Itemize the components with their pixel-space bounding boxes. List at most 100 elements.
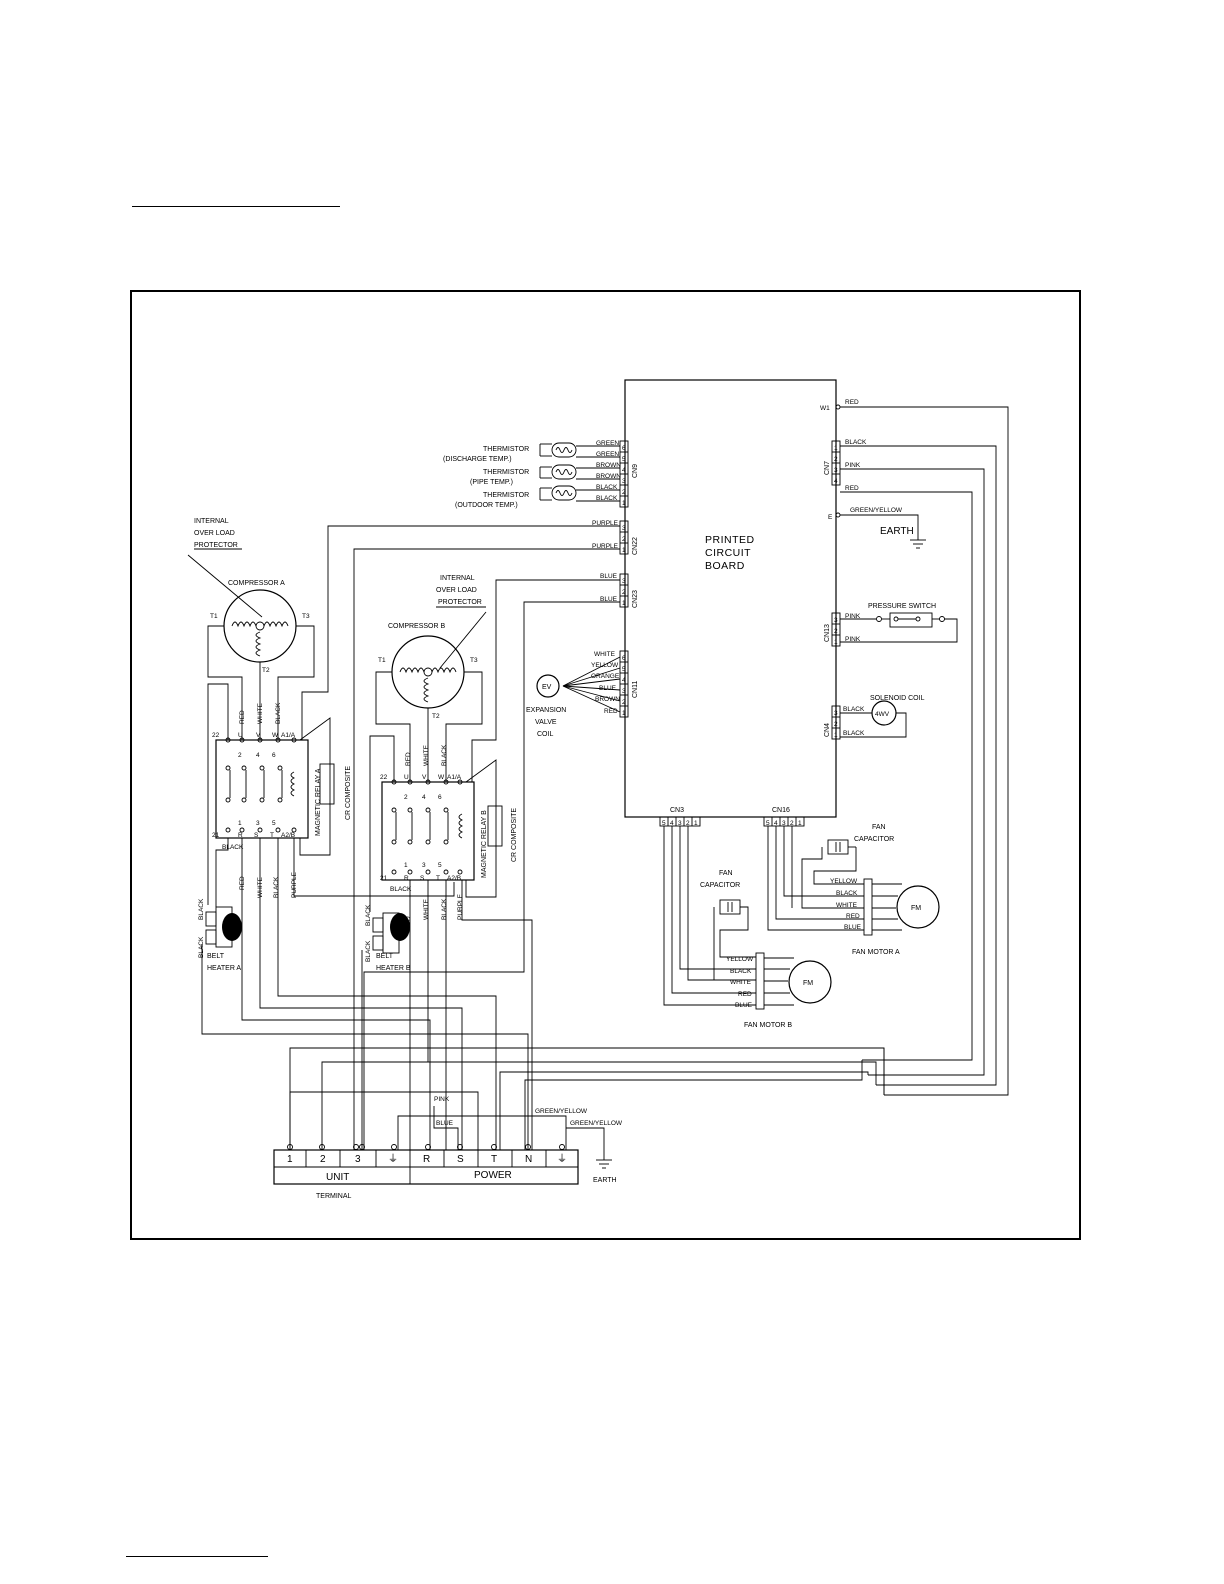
relay-a-c3: 3 [256, 820, 260, 827]
connector-cn13: 3 2 1 CN13 PRESSURE SWITCH PINK PINK [824, 603, 958, 647]
belt-b-wire-2: BLACK [365, 940, 372, 962]
belt-heater-a: BLACK BLACK BELT HEATER A [198, 898, 242, 972]
cn16-pin-1: 1 [798, 820, 802, 827]
cn13-pin-3: 3 [834, 617, 838, 624]
relay-b-c2: 2 [404, 794, 408, 801]
cn11-wire-4: BLUE [599, 685, 617, 692]
printed-circuit-board: PRINTED CIRCUIT BOARD [624, 379, 837, 818]
relay-b-u: U [404, 774, 409, 781]
cn9-label: CN9 [632, 464, 639, 478]
cn9-pin-4: 4 [622, 467, 626, 474]
fan-b-cap-line2: CAPACITOR [700, 882, 740, 889]
cn22-label: CN22 [632, 537, 639, 555]
relay-b-a1: A1/A [447, 774, 462, 781]
comp-b-title: COMPRESSOR B [388, 623, 446, 630]
terminal-cell-r: R [423, 1154, 430, 1165]
relay-a-composite: CR COMPOSITE [345, 766, 352, 820]
thermistor-pipe: THERMISTOR (PIPE TEMP.) BROWN BROWN [470, 462, 621, 486]
cn23-pin-3: 3 [622, 578, 626, 585]
connector-cn4: 3 2 1 CN4 SOLENOID COIL BLACK BLACK 4WV [824, 695, 925, 740]
cn13-wire-2: PINK [845, 636, 861, 643]
cn13-pin-2: 2 [834, 628, 838, 635]
footer-rule [126, 1556, 268, 1557]
comp-b-t2: T2 [432, 713, 440, 720]
cn3-pin-1: 1 [694, 820, 698, 827]
relay-b-label: MAGNETIC RELAY B [481, 810, 488, 878]
cn7-wire-1: BLACK [845, 439, 867, 446]
belt-a-line2: HEATER A [207, 965, 241, 972]
relay-a-low-red: RED [239, 876, 246, 890]
terminal-unit: UNIT [326, 1172, 349, 1183]
cn4-wire-2: BLACK [843, 730, 865, 737]
cn7-pin-2: 2 [834, 456, 838, 463]
relay-a-u: U [238, 732, 243, 739]
cn11-pin-3: 3 [622, 688, 626, 695]
comp-a-protector-2: OVER LOAD [194, 530, 235, 537]
relay-a-black: BLACK [222, 844, 244, 851]
belt-b-line2: HEATER B [376, 965, 411, 972]
terminal-earth: EARTH [593, 1177, 617, 1184]
fan-a-wire-4: RED [846, 913, 860, 920]
connector-w1: W1 RED [820, 399, 1009, 1096]
fan-a-label: FAN MOTOR A [852, 949, 900, 956]
cn13-pin-1: 1 [834, 639, 838, 646]
comp-a-t3: T3 [302, 613, 310, 620]
fan-b-wire-4: RED [738, 991, 752, 998]
relay-b-r: R [404, 875, 409, 882]
connector-cn7: 1 2 3 4 CN7 BLACK PINK RED [824, 439, 997, 1086]
cn11-label: CN11 [632, 681, 639, 698]
cn9-pin-2: 2 [622, 489, 626, 496]
thermistor-1-line2: (DISCHARGE TEMP.) [443, 456, 512, 463]
relay-b-composite: CR COMPOSITE [511, 808, 518, 862]
cn22-pin-2: 2 [622, 536, 626, 543]
terminal-pink: PINK [434, 1096, 450, 1103]
cn13-wire-1: PINK [845, 613, 861, 620]
diagram-frame [130, 290, 1081, 1240]
comp-a-protector-1: INTERNAL [194, 518, 229, 525]
relay-a-22: 22 [212, 732, 220, 739]
relay-b-c4: 4 [422, 794, 426, 801]
cn22-pin-1: 1 [622, 547, 626, 554]
fan-b-wire-3: WHITE [730, 979, 752, 986]
cn11-wire-1: WHITE [594, 651, 616, 658]
cn11-wire-3: ORANGE [591, 673, 620, 680]
comp-a-t2: T2 [262, 667, 270, 674]
cn16-pin-5: 5 [766, 820, 770, 827]
relay-b-low-white: WHITE [423, 898, 430, 920]
terminal-blue: BLUE [436, 1120, 454, 1127]
cn11-pin-4: 4 [622, 677, 626, 684]
comp-b-protector-2: OVER LOAD [436, 587, 477, 594]
cn23-wire-top: BLUE [600, 573, 618, 580]
relay-a-c1: 1 [238, 820, 242, 827]
comp-b-wire-red: RED [405, 752, 412, 766]
relay-b-v: V [422, 774, 427, 781]
pcb-label-2: CIRCUIT [705, 547, 751, 559]
thermistor-3-wire-b: BLACK [596, 495, 618, 502]
cn4-wire-1: BLACK [843, 706, 865, 713]
fan-a-wire-5: BLUE [844, 924, 862, 931]
comp-a-wire-red: RED [239, 710, 246, 724]
belt-a-wire-2: BLACK [198, 936, 205, 958]
comp-b-protector-3: PROTECTOR [438, 599, 482, 606]
thermistor-discharge: THERMISTOR (DISCHARGE TEMP.) GREEN GREEN [443, 440, 620, 463]
pcb-label-1: PRINTED [705, 534, 755, 546]
cn3-pin-5: 5 [662, 820, 666, 827]
relay-a-r: R [238, 832, 243, 839]
terminal-power: POWER [474, 1170, 512, 1181]
relay-b-black: BLACK [390, 886, 412, 893]
fan-a-wire-1: YELLOW [830, 878, 858, 885]
w1-label: W1 [820, 405, 830, 412]
relay-a-a2: A2/B [281, 832, 295, 839]
fan-b-fm: FM [803, 980, 813, 987]
belt-heater-b: BLACK BLACK BELT HEATER B [365, 904, 411, 972]
fan-a-wire-3: WHITE [836, 902, 858, 909]
connector-cn3: CN3 5 4 3 2 1 [659, 807, 701, 827]
relay-b-c3: 3 [422, 862, 426, 869]
cn7-wire-3: RED [845, 485, 859, 492]
ev-symbol: EV [542, 684, 552, 691]
cn11-pin-2: 2 [622, 699, 626, 706]
relay-a-a1: A1/A [281, 732, 296, 739]
cn11-pin-6: 6 [622, 655, 626, 662]
fan-b-wire-2: BLACK [730, 968, 752, 975]
relay-a-w: W [272, 732, 279, 739]
